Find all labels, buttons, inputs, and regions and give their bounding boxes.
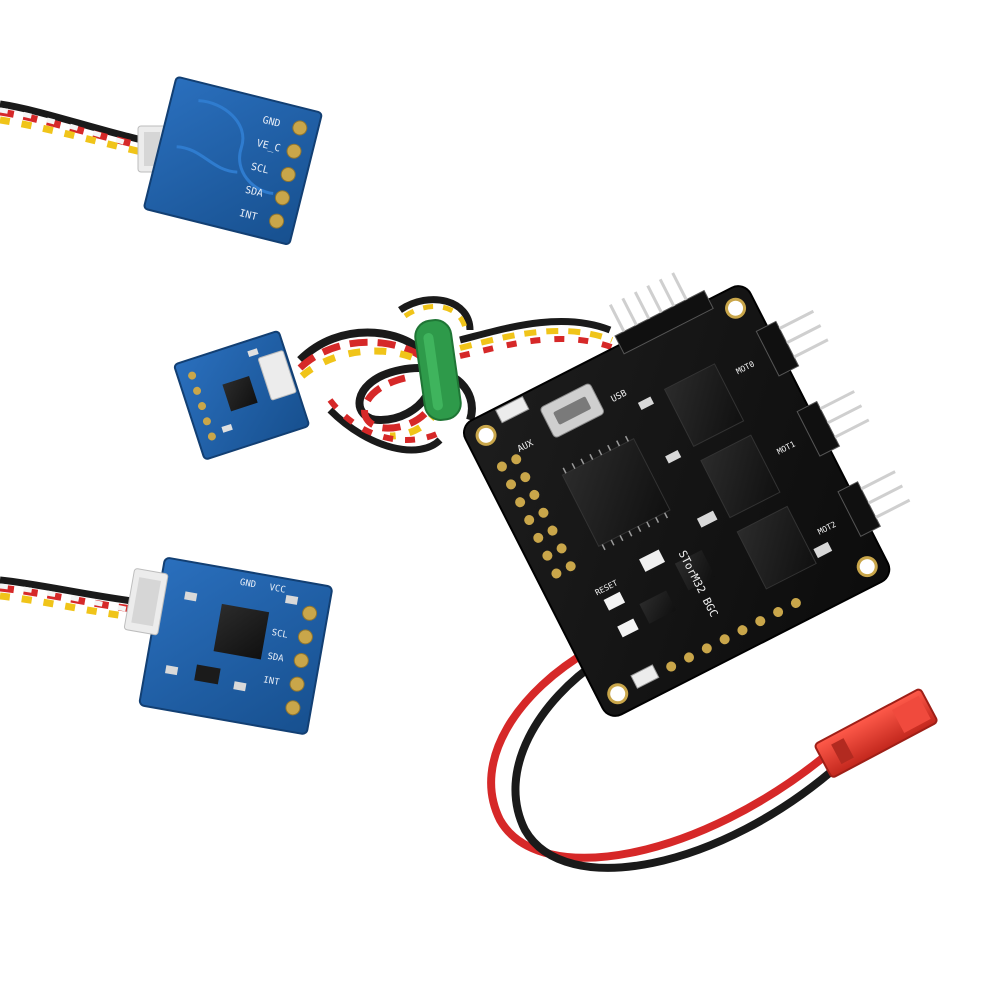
mounting-hole — [856, 556, 878, 578]
top-sensor-pads — [269, 120, 308, 229]
main-mcu-chip — [561, 438, 671, 547]
mounting-hole — [475, 424, 497, 446]
top-pin-header — [608, 272, 714, 355]
pin-label: SDA — [267, 652, 285, 665]
jst-power-connector — [814, 688, 938, 778]
pin-label: VCC — [269, 583, 287, 596]
pin-label: GND — [239, 578, 257, 591]
bottom-sensor-board: GND VCC SCL SDA INT — [123, 557, 333, 735]
motor-driver-chip — [736, 505, 817, 590]
pin-label: GND — [261, 115, 281, 130]
bottom-sensor-chip — [213, 603, 270, 660]
power-cable — [487, 646, 843, 872]
pin-label: SCL — [250, 161, 270, 176]
top-sensor-board: GND VE_C SCL SDA INT — [143, 76, 323, 246]
bottom-sensor-cable — [0, 576, 141, 622]
mounting-hole — [725, 297, 747, 319]
pin-label: INT — [238, 208, 258, 223]
middle-sensor-board — [173, 330, 310, 460]
top-sensor-cable — [0, 100, 151, 158]
motor-headers — [755, 309, 911, 537]
power-connector — [630, 664, 660, 689]
pin-label: SCL — [271, 628, 289, 641]
motor-driver-chip — [700, 434, 781, 519]
reset-button — [603, 591, 626, 611]
mounting-hole — [607, 683, 629, 705]
top-sensor-pin-labels: GND VE_C SCL SDA INT — [238, 115, 281, 223]
pin-label: INT — [262, 675, 280, 688]
green-zip-tie — [414, 319, 462, 421]
pin-label: SDA — [244, 185, 264, 200]
aux-pad-column — [496, 454, 576, 579]
gimbal-controller-board: USB AUX RESET MOT0 MOT1 MOT2 STorM32 BGC — [463, 272, 911, 717]
bottom-sensor-pin-labels: GND VCC SCL SDA INT — [239, 578, 289, 688]
bottom-pad-row — [666, 597, 801, 672]
imu-connector — [495, 395, 530, 424]
middle-sensor-connector — [258, 350, 297, 401]
motor-driver-chip — [663, 363, 745, 447]
bottom-sensor-pads — [285, 605, 318, 716]
